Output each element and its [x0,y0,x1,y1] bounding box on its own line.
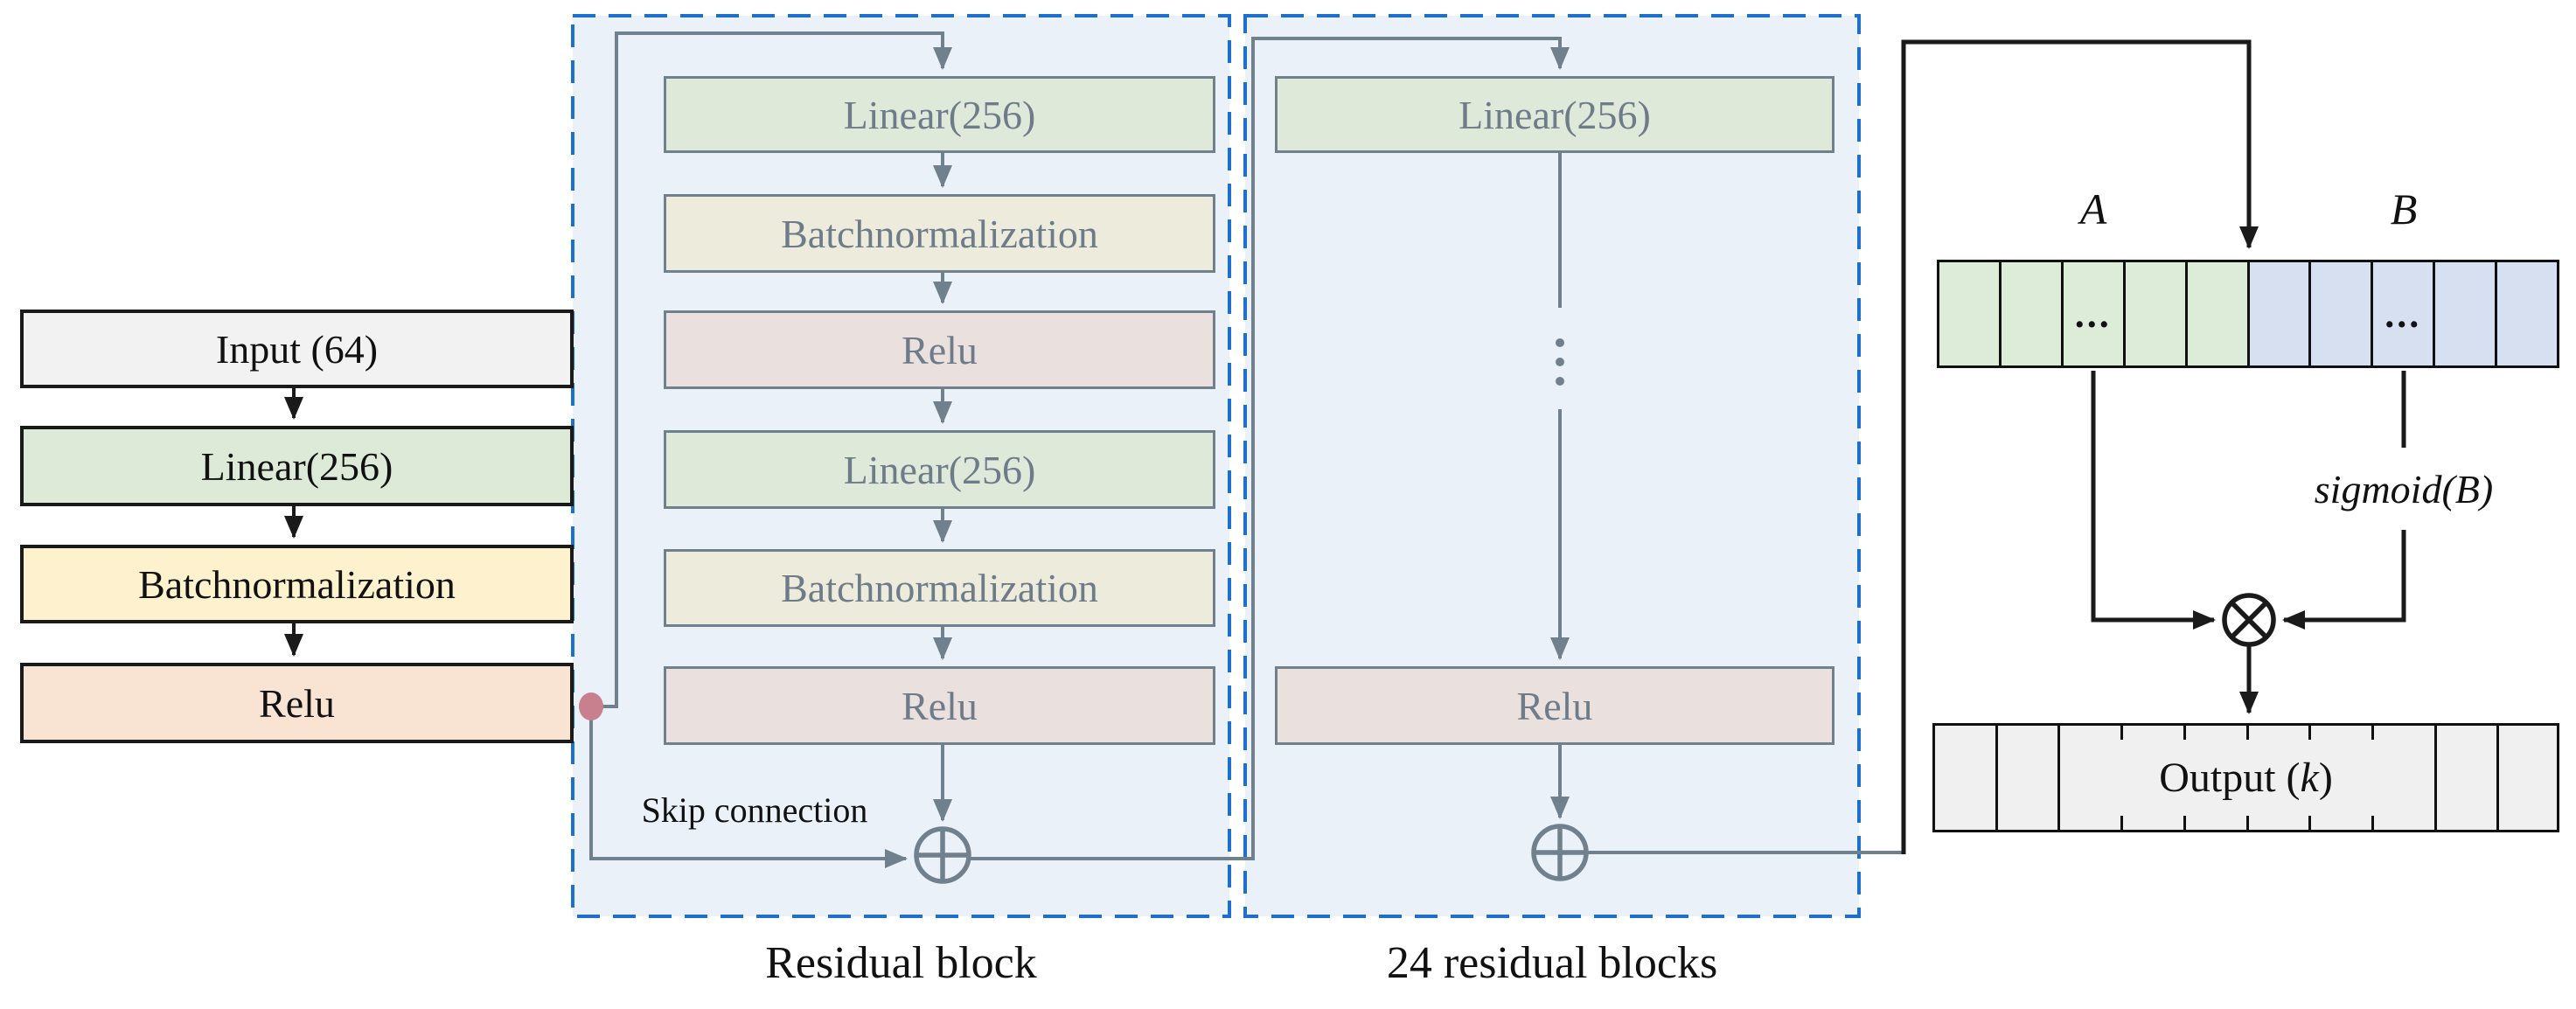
a-cell [1998,262,2061,365]
rb-batchnorm2-box: Batchnormalization [664,549,1215,627]
sb-linear-label: Linear(256) [1459,92,1651,137]
split-branch-lines [2091,371,2406,714]
output-divider [1995,726,1998,830]
rb-batchnorm2-label: Batchnormalization [781,566,1098,610]
b-cell: ... [2371,262,2433,365]
b-cell [2495,262,2558,365]
b-cell [2308,262,2371,365]
sb-relu-box: Relu [1275,666,1835,745]
output-label: Output (k) [2159,754,2333,802]
b-branch-line-lower [2282,530,2406,630]
a-cell [2184,262,2247,365]
output-label-suffix: ) [2318,755,2333,801]
relu-box: Relu [20,663,574,743]
output-label-var: k [2300,755,2319,801]
vertical-ellipsis-icon [1556,338,1564,386]
output-tick [2371,816,2374,830]
relu-label: Relu [259,680,335,726]
rb-linear2-box: Linear(256) [664,430,1215,509]
a-cell [2122,262,2185,365]
output-tick [2183,816,2186,830]
a-branch-line [2091,371,2216,630]
rb-linear2-label: Linear(256) [843,447,1036,492]
input-box: Input (64) [20,310,574,388]
output-tick [2308,726,2311,740]
linear-label: Linear(256) [200,443,393,489]
skip-connection-label: Skip connection [641,790,868,830]
sb-linear-box: Linear(256) [1275,76,1835,153]
a-cell: ... [2060,262,2123,365]
a-cell [1939,262,1999,365]
b-label: B [2390,184,2418,233]
rb-batchnorm1-box: Batchnormalization [664,194,1215,273]
rb-linear1-label: Linear(256) [843,92,1036,137]
rb-linear1-box: Linear(256) [664,76,1215,153]
output-tick [2120,726,2123,740]
sum-junction-icon [914,826,971,884]
branch-point-dot [579,692,603,720]
output-tick [2120,816,2123,830]
input-label: Input (64) [215,326,379,372]
sum-junction-2-icon [1531,824,1589,881]
stacked-blocks-title: 24 residual blocks [1386,938,1718,988]
linear-box: Linear(256) [20,426,574,506]
residual-block-title: Residual block [765,938,1037,988]
output-divider [2434,726,2437,830]
split-array: ... ... [1937,260,2559,368]
rb-batchnorm1-label: Batchnormalization [781,211,1098,256]
sb-relu-label: Relu [1516,683,1593,728]
output-tick [2246,726,2249,740]
output-label-prefix: Output ( [2159,755,2301,801]
rb-relu2-box: Relu [664,666,1215,745]
batchnorm-box: Batchnormalization [20,545,574,623]
output-tick [2183,726,2186,740]
output-divider [2496,726,2499,830]
multiply-junction-icon [2222,593,2276,647]
sigmoid-label: sigmoid(B) [2314,467,2494,511]
output-divider [2057,726,2060,830]
output-tick [2246,816,2249,830]
rb-relu1-box: Relu [664,310,1215,389]
output-array: Output (k) [1932,723,2559,832]
batchnorm-label: Batchnormalization [138,561,456,607]
rb-relu1-label: Relu [902,327,978,372]
rb-relu2-label: Relu [902,683,978,728]
output-tick [2371,726,2374,740]
output-tick [2308,816,2311,830]
a-label: A [2079,184,2107,233]
b-cell [2246,262,2309,365]
b-cell [2433,262,2496,365]
